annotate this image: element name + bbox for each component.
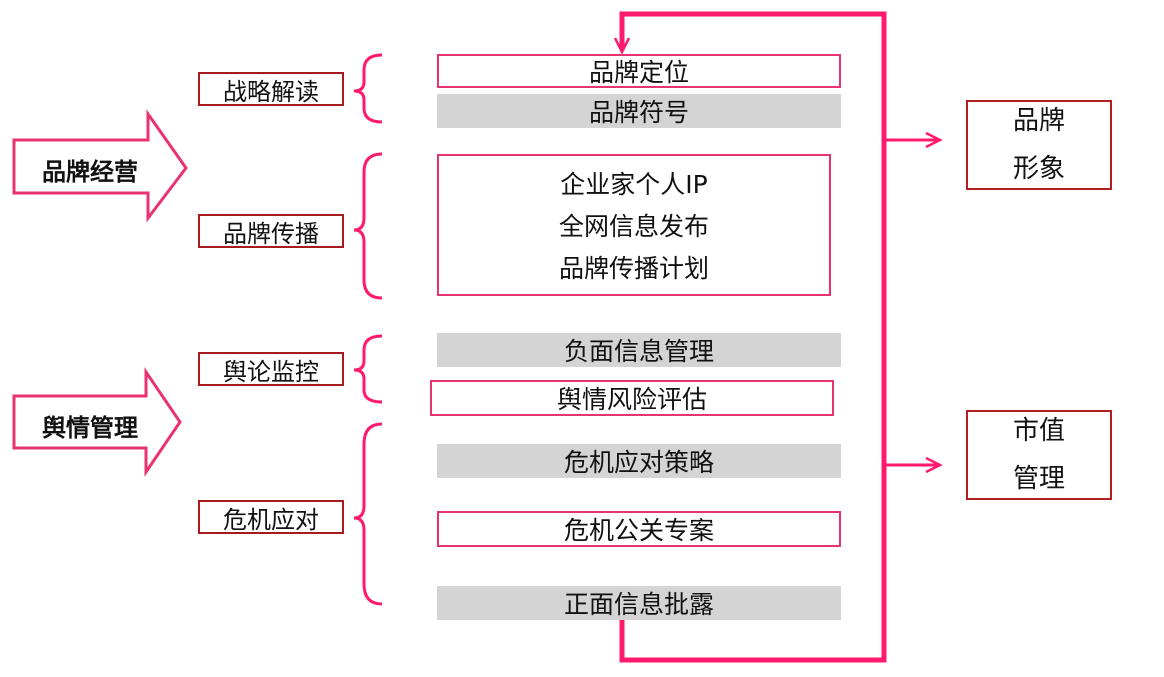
block-arrow-public-opinion [12, 367, 182, 477]
item-network-publishing: 全网信息发布 [558, 212, 709, 241]
item-communication-group: 企业家个人IP 全网信息发布 品牌传播计划 [437, 154, 831, 296]
category-crisis: 危机应对 [198, 500, 344, 534]
section-label-brand-ops: 品牌经营 [42, 158, 138, 186]
item-negative-info: 负面信息管理 [437, 333, 841, 367]
outcome-market-value: 市值 管理 [966, 410, 1112, 500]
item-brand-symbol: 品牌符号 [437, 94, 841, 128]
arrow-to-brand-image-head [925, 131, 943, 149]
item-risk-assessment: 舆情风险评估 [430, 380, 834, 416]
brace-crisis [353, 422, 383, 606]
item-positive-info: 正面信息批露 [437, 586, 841, 620]
outcome-brand-image: 品牌 形象 [966, 100, 1112, 190]
item-crisis-strategy: 危机应对策略 [437, 444, 841, 478]
outcome-brand-image-line2: 形象 [1012, 154, 1065, 184]
category-communication: 品牌传播 [198, 214, 344, 248]
outcome-brand-image-line1: 品牌 [1012, 106, 1065, 136]
item-crisis-pr: 危机公关专案 [437, 511, 841, 547]
brace-strategy [353, 53, 383, 124]
item-entrepreneur-ip: 企业家个人IP [560, 170, 708, 199]
block-arrow-brand-ops [12, 109, 188, 223]
category-strategy: 战略解读 [198, 72, 344, 106]
arrow-to-market-value-head [925, 456, 943, 474]
item-brand-positioning: 品牌定位 [437, 54, 841, 88]
loop-arrowhead [613, 37, 631, 55]
brace-communication [353, 152, 383, 300]
category-monitoring: 舆论监控 [198, 352, 344, 386]
feedback-loop-line [619, 11, 887, 663]
item-communication-plan: 品牌传播计划 [558, 254, 709, 283]
section-label-public-opinion: 舆情管理 [42, 414, 138, 442]
outcome-market-value-line1: 市值 [1012, 416, 1065, 446]
brace-monitoring [353, 334, 383, 404]
outcome-market-value-line2: 管理 [1012, 464, 1065, 494]
